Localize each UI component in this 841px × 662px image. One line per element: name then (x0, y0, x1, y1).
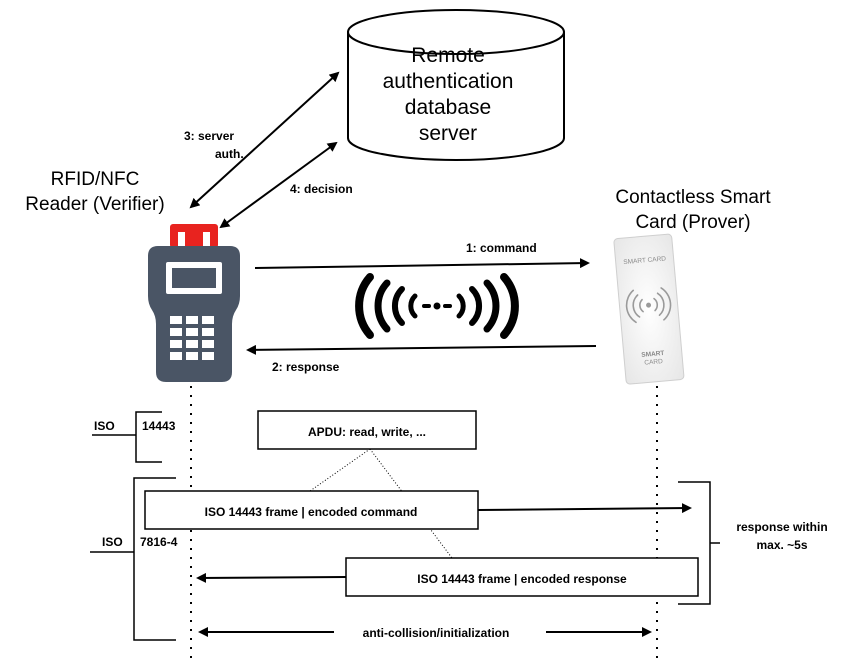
iso-7816-bracket (90, 477, 176, 641)
frame-response-label: ISO 14443 frame | encoded response (417, 572, 627, 586)
command-arrow (254, 258, 590, 269)
database-server-icon (347, 9, 565, 161)
server-label-line-3: database (405, 96, 491, 119)
reader-title-line-2: Reader (Verifier) (25, 194, 164, 215)
reader-title-line-1: RFID/NFC (51, 169, 140, 190)
response-label: 2: response (272, 360, 340, 374)
response-arrow (246, 344, 597, 355)
server-auth-label-line-1: 3: server (184, 129, 234, 143)
server-auth-label-line-2: auth. (215, 147, 244, 161)
card-bottom-text-2: CARD (644, 358, 663, 367)
reader-title: RFID/NFC Reader (Verifier) (25, 169, 164, 215)
frame-response-arrow (196, 572, 347, 583)
command-label: 1: command (466, 241, 537, 255)
server-auth-label: 3: server auth. (184, 129, 244, 161)
server-auth-arrow (189, 71, 340, 209)
iso-top-prefix: ISO (94, 419, 115, 433)
card-bottom-text-1: SMART (641, 350, 665, 359)
apdu-connector-left (309, 448, 371, 492)
apdu-label: APDU: read, write, ... (308, 425, 426, 439)
timing-label-line-1: response within (736, 520, 827, 534)
frame-command-arrow (477, 503, 692, 514)
rfid-reader-icon (148, 224, 240, 382)
card-title: Contactless Smart Card (Prover) (615, 187, 771, 233)
card-title-line-2: Card (Prover) (635, 212, 750, 233)
card-top-text: SMART CARD (623, 255, 666, 266)
card-title-line-1: Contactless Smart (615, 187, 771, 208)
frame-command-box (144, 490, 479, 530)
apdu-box (257, 410, 477, 450)
timing-bracket (678, 481, 720, 605)
timing-label: response within max. ~5s (736, 520, 827, 552)
iso-top-number: 14443 (142, 419, 176, 433)
anticollision-label: anti-collision/initialization (363, 626, 510, 640)
iso-bottom-prefix: ISO (102, 535, 123, 549)
decision-label: 4: decision (290, 182, 353, 196)
server-label-line-2: authentication (383, 70, 514, 93)
decision-arrow (219, 141, 338, 229)
frame-command-label: ISO 14443 frame | encoded command (205, 505, 418, 519)
wireless-waves-icon (355, 273, 519, 339)
server-label-line-4: server (419, 122, 477, 145)
server-label-line-1: Remote (411, 44, 485, 67)
iso-bottom-number: 7816-4 (140, 535, 178, 549)
server-label: Remote authentication database server (383, 44, 514, 145)
smart-card-icon: SMART CARD SMART CARD (613, 233, 685, 385)
iso-14443-bracket (92, 411, 162, 463)
frame-response-box (345, 557, 699, 597)
timing-label-line-2: max. ~5s (756, 538, 807, 552)
